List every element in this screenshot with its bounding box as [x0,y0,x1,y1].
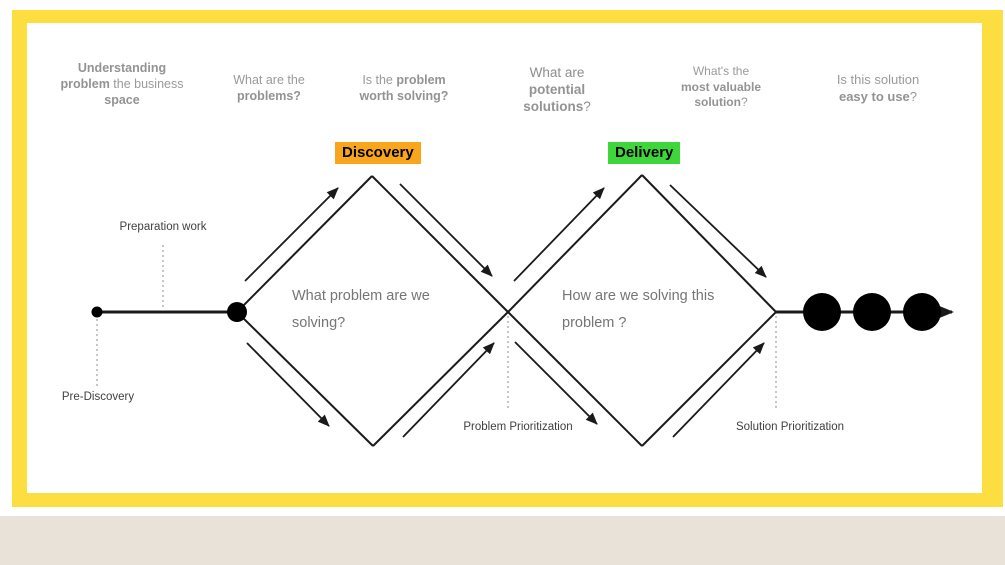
problem-prioritization-label: Problem Prioritization [463,421,573,433]
question-understanding-problem-space: Understanding problem the business space [60,61,184,107]
preparation-work-label: Preparation work [119,221,207,233]
discovery-start-dot [227,302,247,322]
question-potential-solutions: What are potential solutions? [523,65,591,114]
pre-discovery-label: Pre-Discovery [61,391,135,403]
question-line: problem [60,77,110,91]
question-problem-worth-solving: Is the problem worth solving? [359,73,449,103]
question-line: Understanding [77,61,167,75]
yellow-frame-border [12,10,1003,507]
question-line: space [104,93,140,107]
delivery-diamond-question: How are we solving this problem ? [562,288,715,331]
solution-prioritization-label: Solution Prioritization [735,421,845,433]
delivery-phase-badge: Delivery [608,142,681,164]
question-what-are-the-problems: What are the problems? [233,73,305,103]
question-solution-easy-to-use: Is this solution easy to use? [836,72,920,104]
pre-discovery-dot [91,306,103,318]
discovery-diamond-question: What problem are we solving? [292,288,430,331]
flow-arrows [244,183,767,438]
post-delivery-dot-3 [903,293,941,331]
post-delivery-dot-1 [803,293,841,331]
post-delivery-dot-2 [853,293,891,331]
question-most-valuable-solution: What's the most valuable solution? [680,64,762,109]
dotted-guides [96,245,777,411]
footer-beige-strip [0,516,1005,565]
discovery-phase-badge: Discovery [335,142,421,164]
delivery-diamond [507,174,777,447]
discovery-diamond [236,175,509,447]
